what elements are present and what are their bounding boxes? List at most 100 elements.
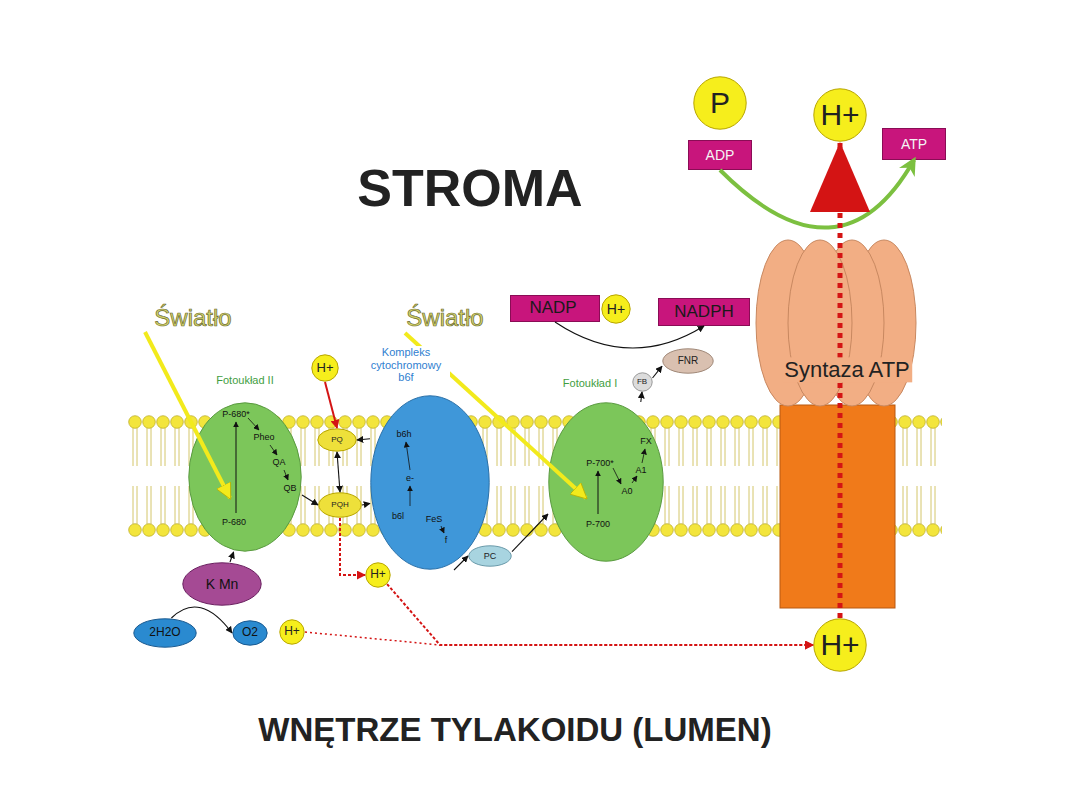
photosystem: Fotoukład IP-700*A1A0FXP-700 xyxy=(548,402,664,562)
node-text: H+ xyxy=(284,625,300,639)
molecule-box: ATP xyxy=(882,128,946,160)
ion-circle: H+ xyxy=(365,562,391,588)
connector xyxy=(337,452,340,492)
connector xyxy=(357,439,370,440)
molecule-ellipse: O2 xyxy=(232,620,268,646)
carrier-circle: FB xyxy=(632,372,653,392)
connector-line xyxy=(641,392,642,402)
node-text: A0 xyxy=(621,486,632,496)
connector xyxy=(512,514,548,552)
light-label: Światło xyxy=(154,304,231,332)
connector xyxy=(305,632,813,645)
node-text: QA xyxy=(272,457,285,467)
connector xyxy=(653,366,663,378)
connector-line xyxy=(340,518,365,575)
ion-circle: P xyxy=(693,76,747,130)
atp-synthase: Syntaza ATP xyxy=(758,238,936,610)
carrier-ellipse: PQH xyxy=(318,492,362,518)
connector-line xyxy=(357,439,370,440)
node-text: P-700 xyxy=(586,519,610,529)
molecule-box: NADP xyxy=(510,295,600,322)
molecule-box: ADP xyxy=(688,140,752,170)
node-text: ADP xyxy=(706,147,735,163)
node-text: H+ xyxy=(370,568,386,582)
connector-line xyxy=(337,452,340,492)
node-text: Syntaza ATP xyxy=(782,357,912,382)
node-text: K Mn xyxy=(206,576,239,592)
connector-line xyxy=(387,584,813,645)
excitation-arrow xyxy=(236,422,237,513)
node-text: H+ xyxy=(820,628,859,663)
node-heading: Fotoukład I xyxy=(563,377,617,390)
connector-line xyxy=(362,504,370,506)
ion-circle: H+ xyxy=(813,618,867,672)
excitation-arrow xyxy=(598,471,599,514)
connector xyxy=(325,382,337,428)
arrow-head xyxy=(810,142,870,212)
node-text: PQH xyxy=(331,500,348,509)
connector xyxy=(387,584,813,645)
ion-circle: H+ xyxy=(813,88,867,142)
node-text: b6h xyxy=(396,429,411,439)
node-text: A1 xyxy=(635,465,646,475)
node-text: f xyxy=(445,535,448,545)
connector-line xyxy=(230,552,234,562)
node-text: Pheo xyxy=(253,432,274,442)
connector xyxy=(230,552,234,562)
node-text: P-680 xyxy=(222,517,246,527)
node-text: ATP xyxy=(901,136,927,152)
carrier-ellipse: PC xyxy=(468,545,512,567)
electron-step xyxy=(410,486,411,506)
manganese-cluster: K Mn xyxy=(182,562,262,606)
node-heading: Fotoukład II xyxy=(216,374,273,387)
node-text: NADP xyxy=(529,298,576,318)
node-text: FX xyxy=(640,436,652,446)
node-text: FNR xyxy=(678,355,699,367)
ion-circle: H+ xyxy=(279,619,305,645)
connector xyxy=(302,495,318,505)
node-outline xyxy=(188,402,302,552)
node-text: b6l xyxy=(392,511,404,521)
node-text: FB xyxy=(637,377,647,386)
light-label: Światło xyxy=(406,304,483,332)
cytochrome-complex: Kompleks cytochromowy b6fb6he-b6lFeSf xyxy=(370,395,490,570)
carrier-ellipse: PQ xyxy=(317,428,357,452)
node-text: P-680* xyxy=(222,409,250,419)
node-text: H+ xyxy=(607,301,625,317)
connector-line xyxy=(325,382,337,428)
ion-circle: H+ xyxy=(601,294,631,324)
node-text: 2H2O xyxy=(149,626,180,640)
node-text: e- xyxy=(406,473,414,483)
ion-circle: H+ xyxy=(311,354,339,382)
node-text: NADPH xyxy=(674,302,734,322)
node-outline xyxy=(548,402,664,562)
node-outline xyxy=(370,395,490,570)
node-outline xyxy=(758,238,936,610)
molecule-box: NADPH xyxy=(658,298,750,326)
connector-line xyxy=(653,366,663,378)
node-text: H+ xyxy=(820,98,859,133)
node-text: H+ xyxy=(317,361,334,376)
region-label: WNĘTRZE TYLAKOIDU (LUMEN) xyxy=(258,711,771,749)
connector-line xyxy=(302,495,318,505)
photosystem: Fotoukład IIP-680*PheoQAQBP-680 xyxy=(188,402,302,552)
connector-line xyxy=(512,514,548,552)
connector-line xyxy=(305,632,813,645)
node-text: FeS xyxy=(426,514,443,524)
connector xyxy=(340,518,365,575)
molecule-ellipse: 2H2O xyxy=(133,618,197,648)
node-text: PQ xyxy=(331,435,343,444)
node-text: O2 xyxy=(242,626,258,640)
node-heading: Kompleks cytochromowy b6f xyxy=(362,346,450,384)
enzyme-ellipse: FNR xyxy=(662,348,714,374)
connector-line xyxy=(720,160,914,228)
node-text: QB xyxy=(283,483,296,493)
connector xyxy=(641,392,642,402)
node-text: P-700* xyxy=(586,458,614,468)
region-label: STROMA xyxy=(357,158,582,218)
node-text: PC xyxy=(484,551,497,561)
